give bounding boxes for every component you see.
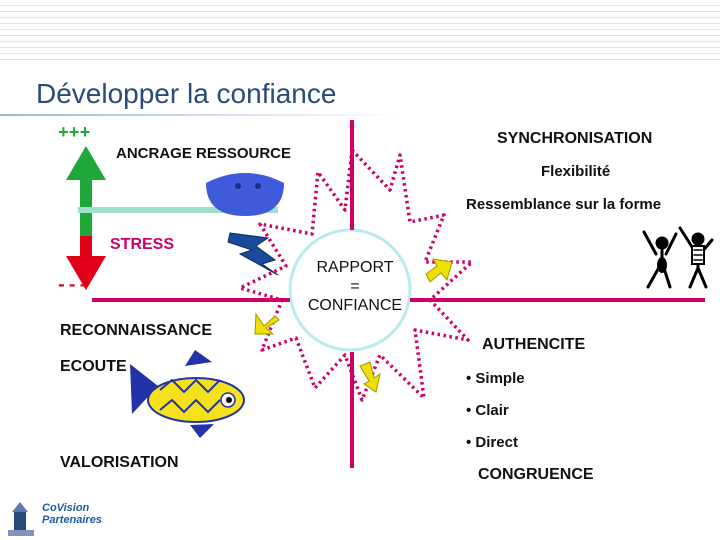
label-stress: STRESS <box>110 236 175 253</box>
bullet-text: Direct <box>475 434 518 451</box>
logo-line1: CoVision <box>42 502 90 514</box>
bullet-text: Simple <box>475 370 525 387</box>
logo: CoVision Partenaires <box>42 502 102 526</box>
up-down-arrow-icon <box>66 146 106 290</box>
center-text: RAPPORT = CONFIANCE <box>290 258 420 315</box>
logo-line2: Partenaires <box>42 514 102 526</box>
label-flexibility: Flexibilité <box>541 163 611 180</box>
lighthouse-icon <box>8 502 34 536</box>
dancing-figures-icon <box>642 226 714 289</box>
label-synchronisation: SYNCHRONISATION <box>497 130 653 147</box>
label-anchor-resource: ANCRAGE RESSOURCE <box>116 145 292 162</box>
star-burst <box>238 148 474 402</box>
plus-marker: +++ <box>58 124 91 144</box>
fish-icon <box>130 350 245 438</box>
lightning-icon <box>227 232 279 276</box>
center-rapport: RAPPORT <box>316 259 394 276</box>
label-recognition: RECONNAISSANCE <box>60 322 213 339</box>
bullet-item: • Direct <box>466 434 518 451</box>
title-underline <box>0 114 400 116</box>
bullet-item: • Clair <box>466 402 509 419</box>
page-title: Développer la confiance <box>36 78 337 109</box>
label-resemblance: Ressemblance sur la forme <box>466 196 662 213</box>
bullet-icon: • <box>466 402 476 419</box>
bullet-text: Clair <box>475 402 509 419</box>
center-equals: = <box>350 278 360 295</box>
bullet-item: • Simple <box>466 370 525 387</box>
face-icon <box>206 173 284 216</box>
label-valorisation: VALORISATION <box>60 454 179 471</box>
header-band <box>0 0 720 62</box>
label-listening: ECOUTE <box>60 358 127 375</box>
bullet-icon: • <box>466 370 476 387</box>
anchor-bar <box>78 207 278 213</box>
minus-marker: --- <box>56 276 89 296</box>
bullet-icon: • <box>466 434 476 451</box>
label-authenticity: AUTHENCITE <box>482 336 586 353</box>
center-confiance: CONFIANCE <box>307 297 403 314</box>
yellow-arrow-icon <box>254 258 453 393</box>
label-congruence: CONGRUENCE <box>478 466 594 483</box>
